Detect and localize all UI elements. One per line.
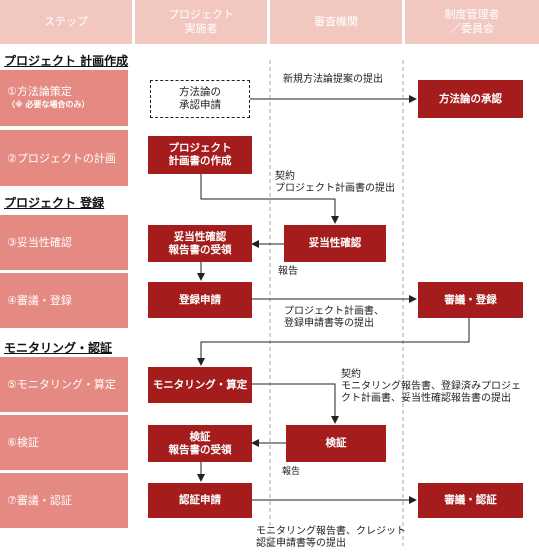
header-administrator: 制度管理者／委員会 [405, 0, 539, 44]
step-deliberation-certification: ⑦審議・認証 [0, 473, 128, 528]
step-planning: ②プロジェクトの計画 [0, 130, 128, 186]
step-deliberation-registration: ④審議・登録 [0, 273, 128, 328]
box-verification-report-receipt: 検証報告書の受領 [148, 425, 252, 462]
box-monitoring-calculation: モニタリング・算定 [148, 367, 252, 403]
section-title-planning: プロジェクト 計画作成 [4, 54, 129, 68]
step-monitoring: ⑤モニタリング・算定 [0, 357, 128, 412]
arrow-to-monitoring [197, 318, 470, 366]
annotation-report-2: 報告 [282, 467, 301, 477]
header-step: ステップ [0, 0, 132, 44]
section-title-monitoring: モニタリング・認証 [4, 341, 113, 355]
step-verification: ⑥検証 [0, 415, 128, 470]
annotation-contract-monitoring: 契約モニタリング報告書、登録済みプロジェクト計画書、妥当性確認報告書の提出 [341, 369, 521, 404]
box-registration-application: 登録申請 [148, 282, 252, 318]
arrow-plan-submission [200, 174, 339, 224]
annotation-registration-docs: プロジェクト計画書、登録申請書等の提出 [284, 306, 384, 329]
box-methodology-request: 方法論の承認申請 [150, 80, 250, 118]
annotation-certification-docs: モニタリング報告書、クレジット認証申請書等の提出 [256, 526, 406, 549]
box-validation: 妥当性確認 [284, 225, 386, 262]
box-validation-report-receipt: 妥当性確認報告書の受領 [148, 225, 252, 262]
box-methodology-approval: 方法論の承認 [418, 80, 523, 118]
box-deliberation-registration: 審議・登録 [418, 282, 523, 318]
box-certification-application: 認証申請 [148, 483, 252, 518]
box-verification: 検証 [286, 425, 386, 462]
section-title-registration: プロジェクト 登録 [4, 196, 105, 210]
annotation-new-methodology: 新規方法論提案の提出 [283, 74, 383, 85]
step-methodology: ①方法論策定（※ 必要な場合のみ） [0, 70, 128, 126]
annotation-contract-plan: 契約プロジェクト計画書の提出 [275, 171, 395, 194]
box-plan-creation: プロジェクト計画書の作成 [148, 136, 252, 174]
arrow-monitoring-submission [252, 383, 339, 424]
step-validation: ③妥当性確認 [0, 215, 128, 270]
annotation-report-1: 報告 [278, 266, 298, 277]
header-implementer: プロジェクト実施者 [135, 0, 267, 44]
header-reviewer: 審査機関 [270, 0, 402, 44]
box-deliberation-certification: 審議・認証 [418, 483, 523, 518]
